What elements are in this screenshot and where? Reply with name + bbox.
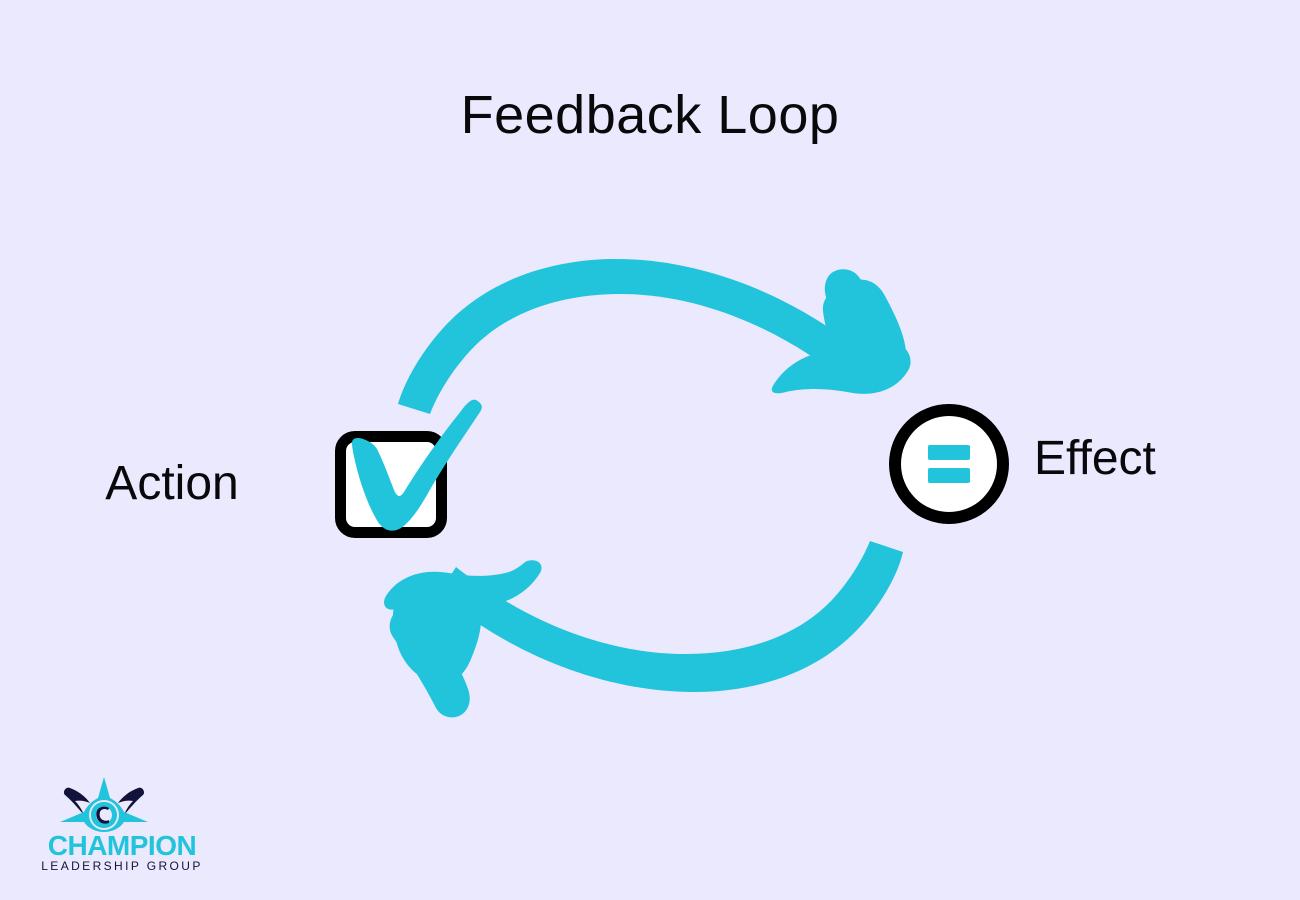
logo-tagline: LEADERSHIP GROUP <box>41 859 203 873</box>
node-action-label: Action <box>105 457 239 510</box>
node-effect-label: Effect <box>1034 432 1156 485</box>
arrow-action-to-effect <box>398 258 911 414</box>
page-title: Feedback Loop <box>460 85 840 145</box>
equals-sign-icon <box>928 445 970 483</box>
champion-leadership-group-logo: CHAMPION LEADERSHIP GROUP <box>32 776 212 876</box>
arrow-effect-to-action <box>384 541 903 718</box>
logo-wordmark: CHAMPION <box>47 830 197 861</box>
node-effect[interactable] <box>889 404 1009 524</box>
champion-star-c-emblem-icon <box>60 777 148 832</box>
checkbox-check-icon <box>352 399 482 531</box>
equals-bar-bottom <box>928 468 970 483</box>
equals-bar-top <box>928 445 970 460</box>
